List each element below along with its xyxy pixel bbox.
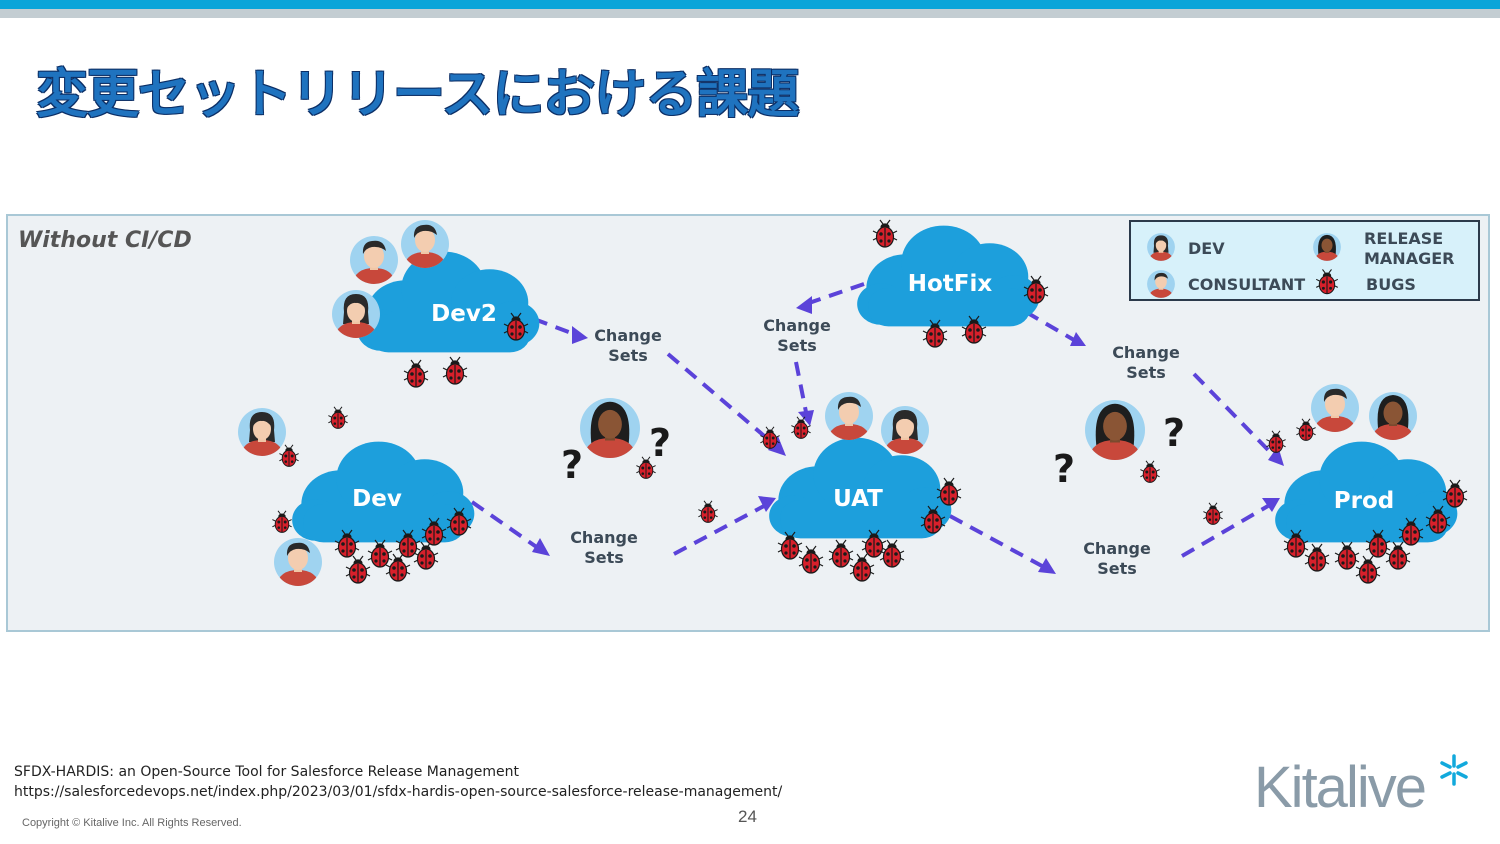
legend: DEV CONSULTANT RELEASE MANAGER BUGS	[1129, 220, 1480, 301]
page-number: 24	[738, 807, 757, 826]
change-sets-3-line2: Sets	[777, 336, 817, 355]
change-sets-2-line2: Sets	[584, 548, 624, 567]
arrow-hotfix-to-prod-changesets	[1024, 310, 1076, 342]
question-mark-4: ?	[1163, 411, 1185, 455]
source-url[interactable]: https://salesforcedevops.net/index.php/2…	[14, 784, 783, 800]
change-sets-3-line1: Change	[763, 316, 831, 335]
question-mark-2: ?	[649, 421, 671, 465]
top-accent-bar	[0, 0, 1500, 9]
change-sets-2-line1: Change	[570, 528, 638, 547]
change-sets-5-line2: Sets	[1097, 559, 1137, 578]
arrowhead-2	[768, 436, 786, 456]
logo-star-icon	[1440, 754, 1468, 786]
legend-dev-label: DEV	[1188, 239, 1225, 258]
source-title: SFDX-HARDIS: an Open-Source Tool for Sal…	[14, 764, 520, 780]
arrowhead-4	[758, 496, 776, 512]
copyright: Copyright © Kitalive Inc. All Rights Res…	[22, 817, 242, 829]
cloud-label-prod: Prod	[1334, 488, 1394, 514]
arrow-changesets-to-uat-top	[666, 352, 778, 448]
question-mark-3: ?	[1053, 447, 1075, 491]
arrow-changesets-to-prod-top	[1192, 372, 1274, 456]
question-marks: ? ? ? ?	[561, 411, 1185, 491]
cloud-label-hotfix: HotFix	[908, 271, 993, 297]
cloud-labels: Dev2 Dev UAT HotFix Prod	[352, 271, 1394, 514]
arrowhead-5	[796, 296, 812, 314]
change-sets-4-line1: Change	[1112, 343, 1180, 362]
arrow-changesets-to-uat-hotfix	[794, 361, 808, 413]
arrow-dev2-to-changesets	[533, 317, 575, 336]
legend-box	[1129, 220, 1480, 301]
change-sets-5-line1: Change	[1083, 539, 1151, 558]
cloud-label-uat: UAT	[833, 486, 883, 512]
legend-consultant-label: CONSULTANT	[1188, 275, 1305, 294]
arrows	[470, 282, 1274, 568]
top-grey-bar	[0, 9, 1500, 18]
logo-text: Kitalive	[1254, 755, 1427, 820]
arrow-changesets-to-prod-bottom	[1180, 504, 1270, 558]
cloud-label-dev: Dev	[352, 486, 402, 512]
legend-release-manager-label-2: MANAGER	[1364, 249, 1454, 268]
legend-bugs-label: BUGS	[1366, 275, 1416, 294]
arrow-changesets-to-uat-bottom	[673, 504, 765, 556]
arrow-dev-to-changesets	[470, 500, 540, 550]
arrowhead-1	[572, 326, 588, 344]
arrow-uat-to-changesets	[949, 514, 1043, 568]
slide-title: 変更セットリリースにおける課題	[36, 65, 799, 125]
legend-release-manager-label-1: RELEASE	[1364, 229, 1443, 248]
arrowhead-3	[532, 538, 550, 556]
question-mark-1: ?	[561, 443, 583, 487]
change-sets-4-line2: Sets	[1126, 363, 1166, 382]
arrowhead-6	[798, 410, 814, 426]
diagram-heading: Without CI/CD	[18, 228, 192, 253]
without-cicd-diagram: Without CI/CD DEV CONSULTANT RELEASE MAN…	[6, 214, 1490, 632]
arrowhead-10	[1262, 498, 1280, 512]
arrowhead-7	[1070, 332, 1086, 346]
cloud-label-dev2: Dev2	[431, 301, 497, 327]
arrow-hotfix-to-changesets	[805, 282, 865, 306]
change-sets-1-line2: Sets	[608, 346, 648, 365]
kitalive-logo: Kitalive	[1250, 752, 1480, 824]
change-sets-1-line1: Change	[594, 326, 662, 345]
arrowhead-9	[1038, 558, 1056, 574]
change-sets-labels: Change Sets Change Sets Change Sets Chan…	[570, 316, 1180, 578]
arrowheads	[532, 296, 1284, 574]
arrowhead-8	[1268, 446, 1284, 466]
